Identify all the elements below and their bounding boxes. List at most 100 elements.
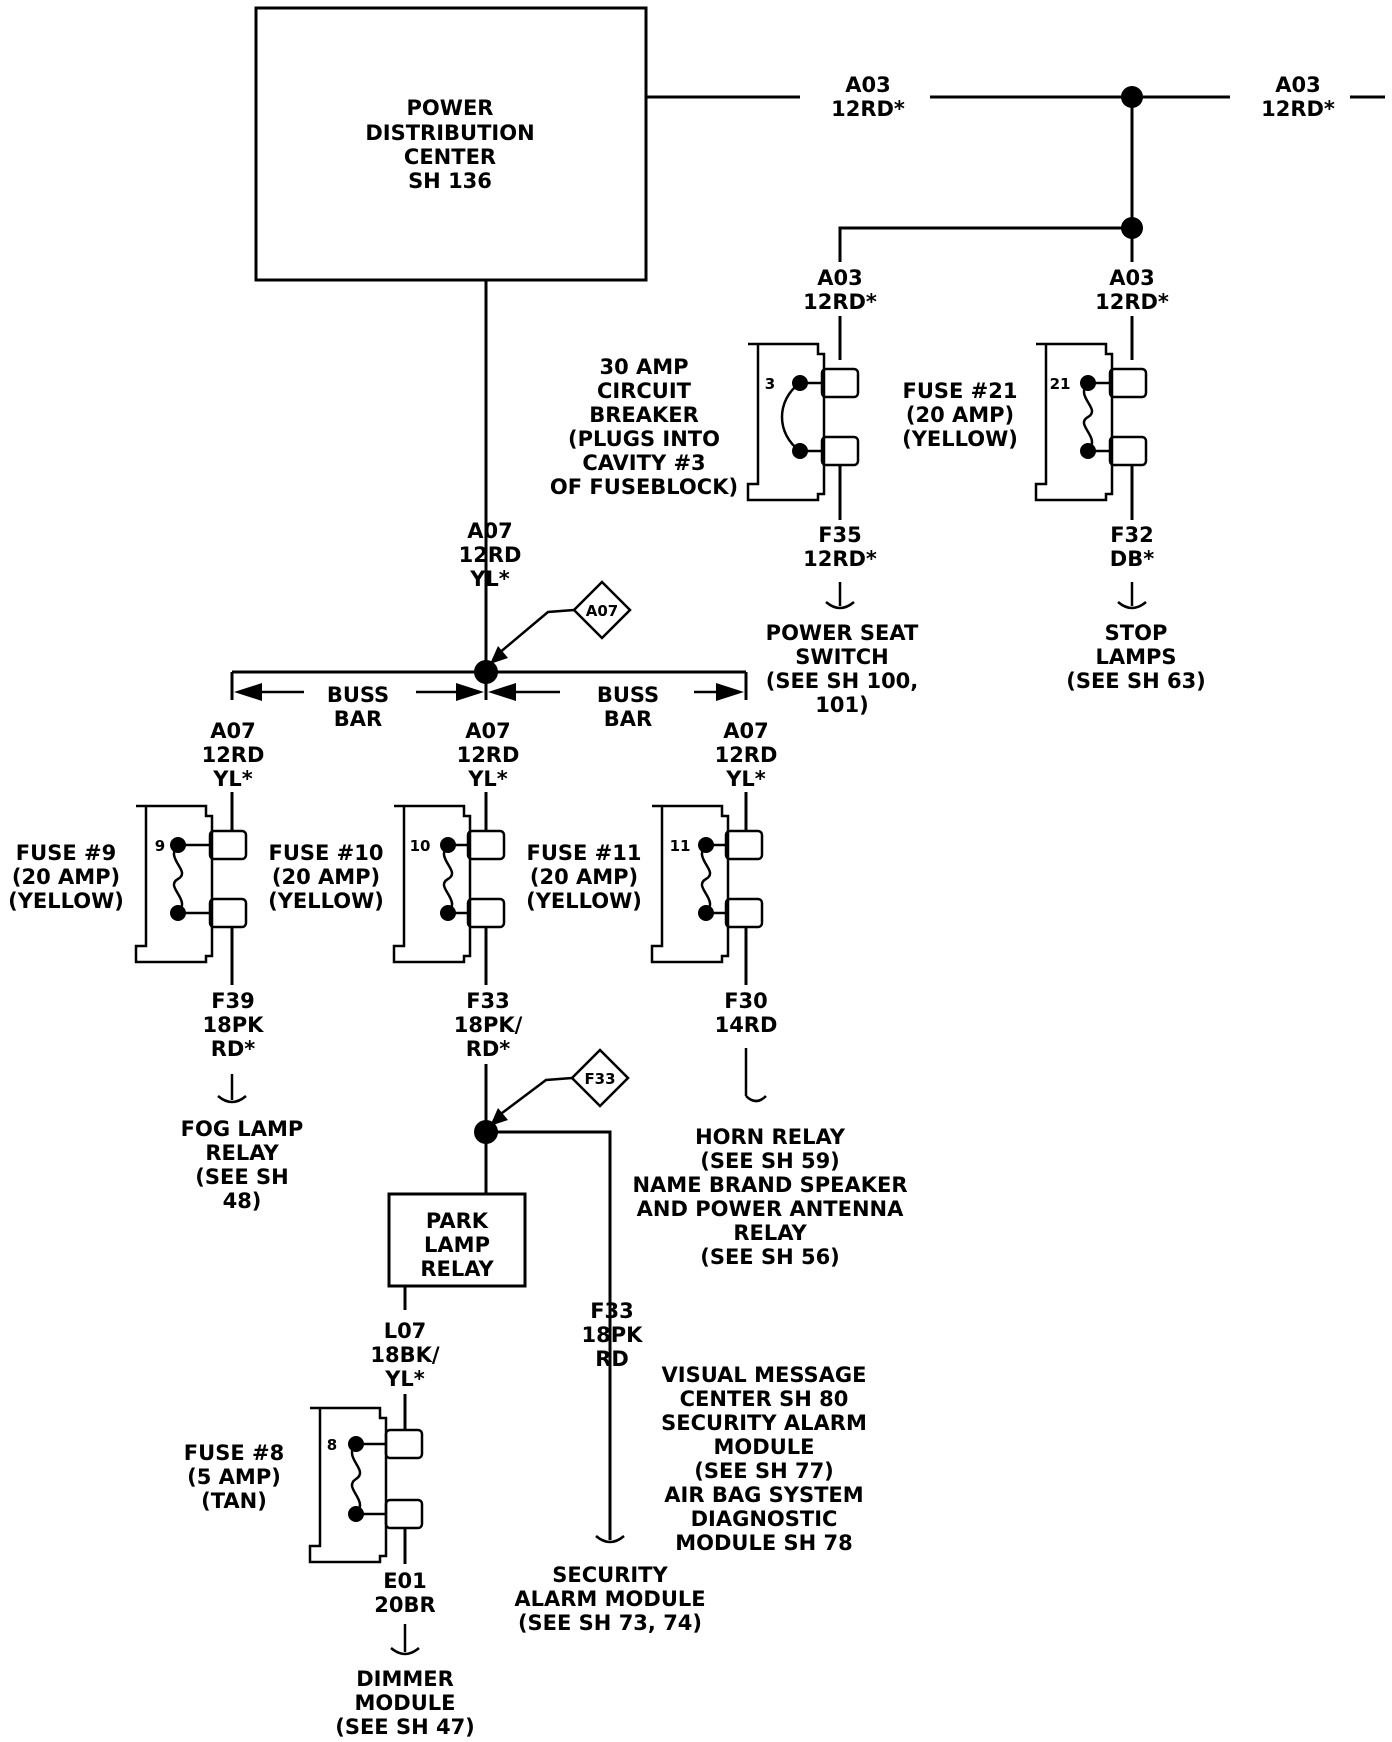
- fog-lamp-line-3: (SEE SH: [195, 1165, 288, 1189]
- fuse-9-in-code: A07: [210, 719, 255, 743]
- connector-symbol-f35: [825, 582, 855, 610]
- top-wire-a-gauge: 12RD*: [831, 97, 905, 121]
- vmc-line-6: AIR BAG SYSTEM: [664, 1483, 863, 1507]
- cb-cavity-number: 3: [765, 375, 775, 393]
- fuse-11-label-line-2: (20 AMP): [530, 865, 638, 889]
- f33-out-gauge-2: RD*: [466, 1037, 511, 1061]
- top-feed-wire: [646, 86, 1385, 262]
- power-seat-line-3: (SEE SH 100,: [766, 669, 919, 693]
- top-wire-b-gauge: 12RD*: [1261, 97, 1335, 121]
- f21-in-gauge: 12RD*: [1095, 290, 1169, 314]
- fuse-9-label-line-3: (YELLOW): [8, 889, 124, 913]
- cb-label-line-6: OF FUSEBLOCK): [550, 475, 738, 499]
- l07-code: L07: [384, 1319, 427, 1343]
- power-seat-line-4: 101): [815, 693, 868, 717]
- vmc-line-2: CENTER SH 80: [680, 1387, 849, 1411]
- horn-relay-line-2: (SEE SH 59): [700, 1149, 840, 1173]
- fuse-9-in-gauge-2: YL*: [212, 767, 253, 791]
- buss-bar: [230, 670, 748, 701]
- a07-main-gauge-2: YL*: [469, 567, 510, 591]
- a07-main-gauge: 12RD: [459, 543, 522, 567]
- fuse-10-in-gauge: 12RD: [457, 743, 520, 767]
- fuse-21: 21: [1034, 342, 1148, 502]
- fuse-9-in-gauge: 12RD: [202, 743, 265, 767]
- fuse-8: 8: [308, 1406, 424, 1564]
- f32-code: F32: [1110, 523, 1154, 547]
- fuse-11-in-code: A07: [723, 719, 768, 743]
- pdc-label-line-2: DISTRIBUTION: [365, 121, 534, 145]
- connector-symbol-f39: [217, 1074, 247, 1104]
- cb-in-code: A03: [817, 266, 862, 290]
- horn-relay-line-3: NAME BRAND SPEAKER: [632, 1173, 907, 1197]
- f35-code: F35: [818, 523, 862, 547]
- horn-relay-line-1: HORN RELAY: [695, 1125, 846, 1149]
- horn-relay-line-6: (SEE SH 56): [700, 1245, 840, 1269]
- connector-symbol-f32: [1117, 582, 1147, 610]
- a07-tag-label: A07: [586, 602, 618, 620]
- cb-label-line-3: BREAKER: [589, 403, 699, 427]
- fuse-10-in-gauge-2: YL*: [467, 767, 508, 791]
- stop-lamps-line-1: STOP: [1105, 621, 1168, 645]
- cb-label-line-1: 30 AMP: [599, 355, 688, 379]
- f33-out-code: F33: [466, 989, 510, 1013]
- l07-gauge-2: YL*: [384, 1367, 425, 1391]
- e01-gauge: 20BR: [374, 1593, 435, 1617]
- vmc-line-8: MODULE SH 78: [675, 1531, 853, 1555]
- circuit-breaker: 3: [746, 342, 860, 502]
- fuse-21-label-line-3: (YELLOW): [902, 427, 1018, 451]
- park-lamp-line-1: PARK: [426, 1209, 489, 1233]
- f32-gauge: DB*: [1110, 547, 1154, 571]
- fuse-11-label-line-3: (YELLOW): [526, 889, 642, 913]
- security-alarm-line-2: ALARM MODULE: [514, 1587, 705, 1611]
- security-alarm-line-3: (SEE SH 73, 74): [518, 1611, 702, 1635]
- power-distribution-center: POWER DISTRIBUTION CENTER SH 136: [254, 6, 648, 282]
- f30-code: F30: [724, 989, 768, 1013]
- dimmer-line-1: DIMMER: [356, 1667, 454, 1691]
- f21-in-code: A03: [1109, 266, 1154, 290]
- park-lamp-relay: PARK LAMP RELAY: [387, 1192, 527, 1288]
- dimmer-line-3: (SEE SH 47): [335, 1715, 475, 1739]
- buss-bar-left-l2: BAR: [334, 707, 382, 731]
- f33-out-gauge: 18PK/: [454, 1013, 523, 1037]
- f35-gauge: 12RD*: [803, 547, 877, 571]
- buss-bar-left-l1: BUSS: [327, 683, 389, 707]
- pdc-label-line-1: POWER: [407, 96, 494, 120]
- park-lamp-line-3: RELAY: [420, 1257, 494, 1281]
- fuse-10-label-line-1: FUSE #10: [269, 841, 384, 865]
- cb-label-line-2: CIRCUIT: [597, 379, 692, 403]
- fuse-11-in-gauge-2: YL*: [725, 767, 766, 791]
- vmc-line-4: MODULE: [714, 1435, 815, 1459]
- security-alarm-line-1: SECURITY: [552, 1563, 668, 1587]
- power-seat-line-1: POWER SEAT: [766, 621, 919, 645]
- fuse-10-label-line-3: (YELLOW): [268, 889, 384, 913]
- horn-relay-line-5: RELAY: [733, 1221, 807, 1245]
- fuse-8-label-line-2: (5 AMP): [187, 1465, 281, 1489]
- fuse-11-number: 11: [670, 837, 691, 855]
- fuse-9-number: 9: [155, 837, 165, 855]
- fuse-11-in-gauge: 12RD: [715, 743, 778, 767]
- fuse-9-label-line-2: (20 AMP): [12, 865, 120, 889]
- fog-lamp-line-4: 48): [223, 1189, 262, 1213]
- fuse-21-label-line-1: FUSE #21: [903, 379, 1018, 403]
- a07-main-code: A07: [467, 519, 512, 543]
- fog-lamp-line-2: RELAY: [205, 1141, 279, 1165]
- power-seat-line-2: SWITCH: [795, 645, 888, 669]
- buss-bar-right-l1: BUSS: [597, 683, 659, 707]
- stop-lamps-line-3: (SEE SH 63): [1066, 669, 1206, 693]
- vmc-line-7: DIAGNOSTIC: [691, 1507, 838, 1531]
- fuse-9-label-line-1: FUSE #9: [16, 841, 116, 865]
- top-wire-a-code: A03: [845, 73, 890, 97]
- connector-symbol-f30: [744, 1048, 767, 1103]
- a07-diamond-tag: A07: [490, 580, 632, 664]
- f33-tag-label: F33: [584, 1070, 615, 1088]
- f33-diamond-tag: F33: [490, 1048, 630, 1126]
- fuse-10-label-line-2: (20 AMP): [272, 865, 380, 889]
- l07-gauge: 18BK/: [370, 1343, 440, 1367]
- horn-relay-line-4: AND POWER ANTENNA: [637, 1197, 904, 1221]
- f39-gauge-2: RD*: [211, 1037, 256, 1061]
- pdc-label-line-4: SH 136: [408, 169, 492, 193]
- f39-code: F39: [211, 989, 255, 1013]
- stop-lamps-line-2: LAMPS: [1095, 645, 1176, 669]
- vmc-line-3: SECURITY ALARM: [661, 1411, 867, 1435]
